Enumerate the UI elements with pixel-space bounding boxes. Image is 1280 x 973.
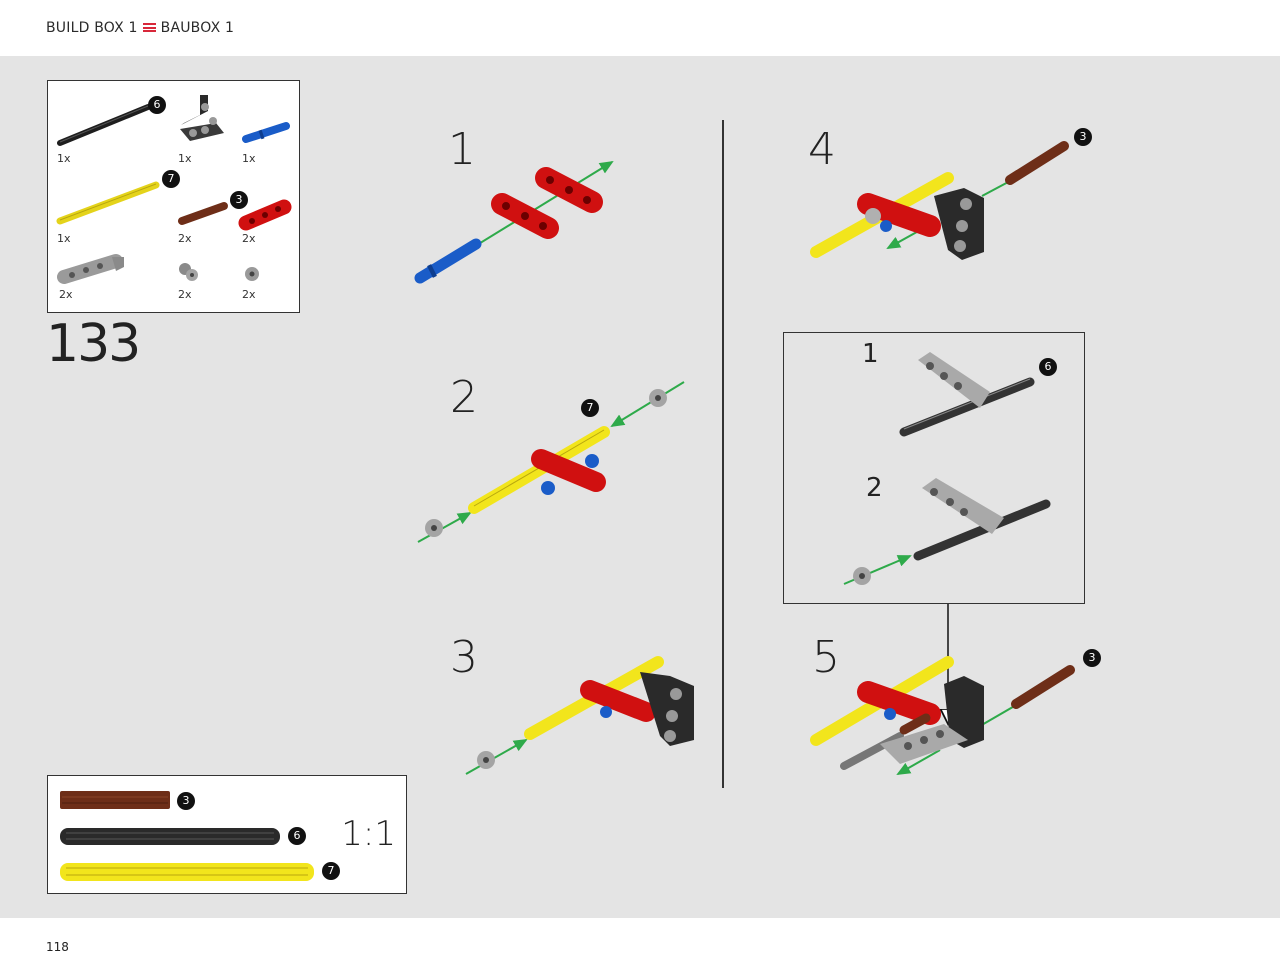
set-name-en: BUILD BOX 1 <box>46 20 138 36</box>
yellow-axle-part <box>56 181 160 225</box>
part-quantity: 1x <box>57 152 71 165</box>
parts-list-box: 6 7 3 1x 1x 1x 1x 2x 2x 2x 2x 2x <box>47 80 300 313</box>
parts-illustration <box>56 95 292 284</box>
brown-axle-part <box>178 202 228 225</box>
part-quantity: 2x <box>59 288 73 301</box>
substep-number: 4 <box>808 124 836 175</box>
yellow-axle-scale <box>60 863 314 881</box>
language-separator-icon <box>142 23 156 32</box>
part-length-badge: 3 <box>230 191 248 209</box>
part-quantity: 2x <box>242 232 256 245</box>
sub-assembly-callout: 1 2 6 <box>783 332 1085 604</box>
black-axle-part <box>57 104 151 146</box>
scale-badge: 3 <box>177 792 195 810</box>
page-footer: 118 <box>0 918 1280 973</box>
callout-step-number: 2 <box>866 473 883 503</box>
black-axle-scale <box>60 828 280 845</box>
page-number: 118 <box>46 940 69 954</box>
part-quantity: 1x <box>57 232 71 245</box>
blue-pin-part <box>242 122 290 143</box>
black-beam-part <box>180 95 224 141</box>
scale-badge: 7 <box>322 862 340 880</box>
set-name-de: BAUBOX 1 <box>160 20 235 36</box>
grey-beam-part <box>57 254 124 284</box>
callout-1-illustration <box>899 352 1035 437</box>
substep-number: 1 <box>448 124 476 175</box>
scale-label: 1:1 <box>341 814 396 854</box>
scale-axles <box>60 791 314 881</box>
scale-reference-box: 3 6 7 1:1 <box>47 775 407 894</box>
part-length-badge: 6 <box>1039 358 1057 376</box>
substep-number: 2 <box>450 372 478 423</box>
red-beam-part <box>238 199 292 231</box>
part-length-badge: 6 <box>148 96 166 114</box>
step-3-illustration <box>465 656 694 775</box>
step-4-illustration <box>810 141 1069 260</box>
step-2-illustration <box>417 381 685 543</box>
substep-number: 5 <box>812 632 840 683</box>
part-quantity: 2x <box>178 288 192 301</box>
page-header: BUILD BOX 1 BAUBOX 1 <box>0 0 1280 56</box>
column-divider <box>722 120 724 788</box>
part-quantity: 1x <box>242 152 256 165</box>
part-length-badge: 3 <box>1083 649 1101 667</box>
step-5-illustration <box>810 656 1075 775</box>
brown-axle-scale <box>60 791 170 809</box>
header-title: BUILD BOX 1 BAUBOX 1 <box>46 20 234 36</box>
callout-step-number: 1 <box>862 339 879 369</box>
bush-half-part <box>245 267 259 281</box>
main-step-number: 133 <box>46 314 141 374</box>
part-length-badge: 7 <box>162 170 180 188</box>
part-length-badge: 7 <box>581 399 599 417</box>
step-1-illustration <box>414 160 614 284</box>
part-length-badge: 3 <box>1074 128 1092 146</box>
bush-part <box>179 263 198 281</box>
part-quantity: 2x <box>242 288 256 301</box>
scale-badge: 6 <box>288 827 306 845</box>
part-quantity: 1x <box>178 152 192 165</box>
substep-number: 3 <box>450 632 478 683</box>
part-quantity: 2x <box>178 232 192 245</box>
callout-2-illustration <box>843 478 1051 585</box>
